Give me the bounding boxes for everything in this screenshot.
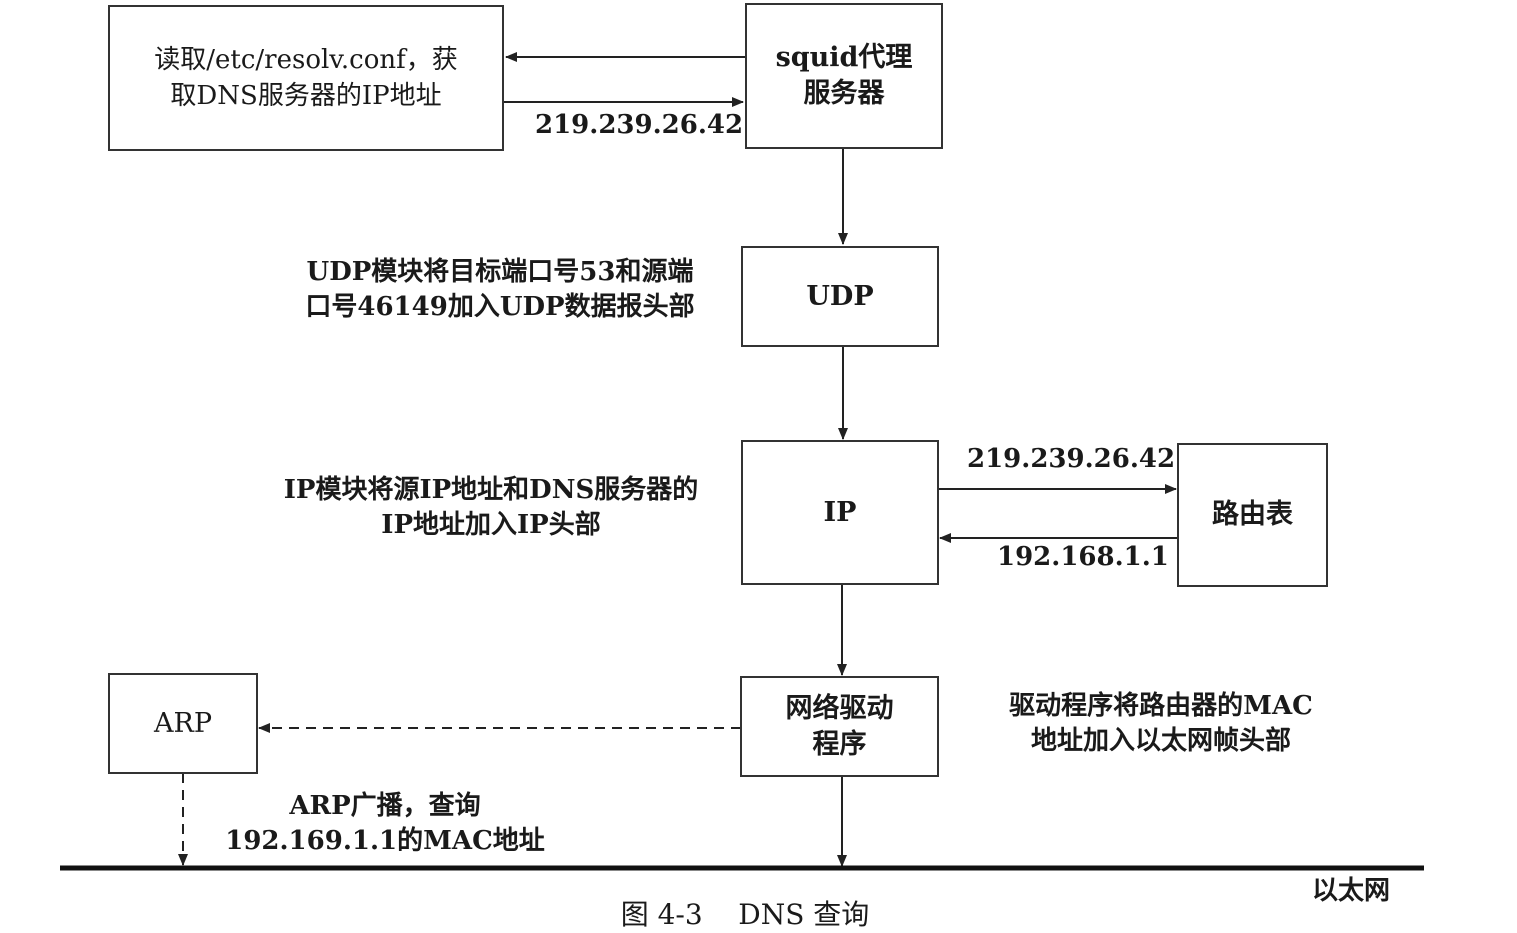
routing-table-box: 路由表	[1177, 443, 1328, 587]
squid-proxy-box: squid代理 服务器	[745, 3, 943, 149]
ethernet-label: 以太网	[1311, 876, 1390, 906]
dns-ip-label-route: 219.239.26.42	[967, 444, 1176, 474]
ip-text: IP	[823, 496, 857, 528]
ip-box: IP	[741, 440, 939, 585]
arp-description: ARP广播，查询 192.169.1.1的MAC地址	[225, 791, 545, 856]
udp-box: UDP	[741, 246, 939, 347]
arp-text: ARP	[154, 707, 212, 739]
driver-description: 驱动程序将路由器的MAC 地址加入以太网帧头部	[1009, 691, 1313, 756]
resolv-box: 读取/etc/resolv.conf，获 取DNS服务器的IP地址	[108, 5, 504, 151]
dns-ip-label-top: 219.239.26.42	[535, 110, 744, 140]
routing-table-text: 路由表	[1212, 499, 1293, 530]
resolv-text: 读取/etc/resolv.conf，获 取DNS服务器的IP地址	[154, 45, 458, 111]
figure-caption: 图 4-3 DNS 查询	[620, 898, 870, 931]
udp-description: UDP模块将目标端口号53和源端 口号46149加入UDP数据报头部	[305, 257, 695, 322]
squid-proxy-text: squid代理 服务器	[775, 42, 913, 109]
udp-text: UDP	[806, 280, 874, 312]
gateway-ip-label: 192.168.1.1	[997, 542, 1169, 572]
arp-box: ARP	[108, 673, 258, 774]
network-driver-box: 网络驱动 程序	[740, 676, 939, 777]
ip-description: IP模块将源IP地址和DNS服务器的 IP地址加入IP头部	[283, 475, 699, 540]
network-driver-text: 网络驱动 程序	[785, 692, 894, 760]
